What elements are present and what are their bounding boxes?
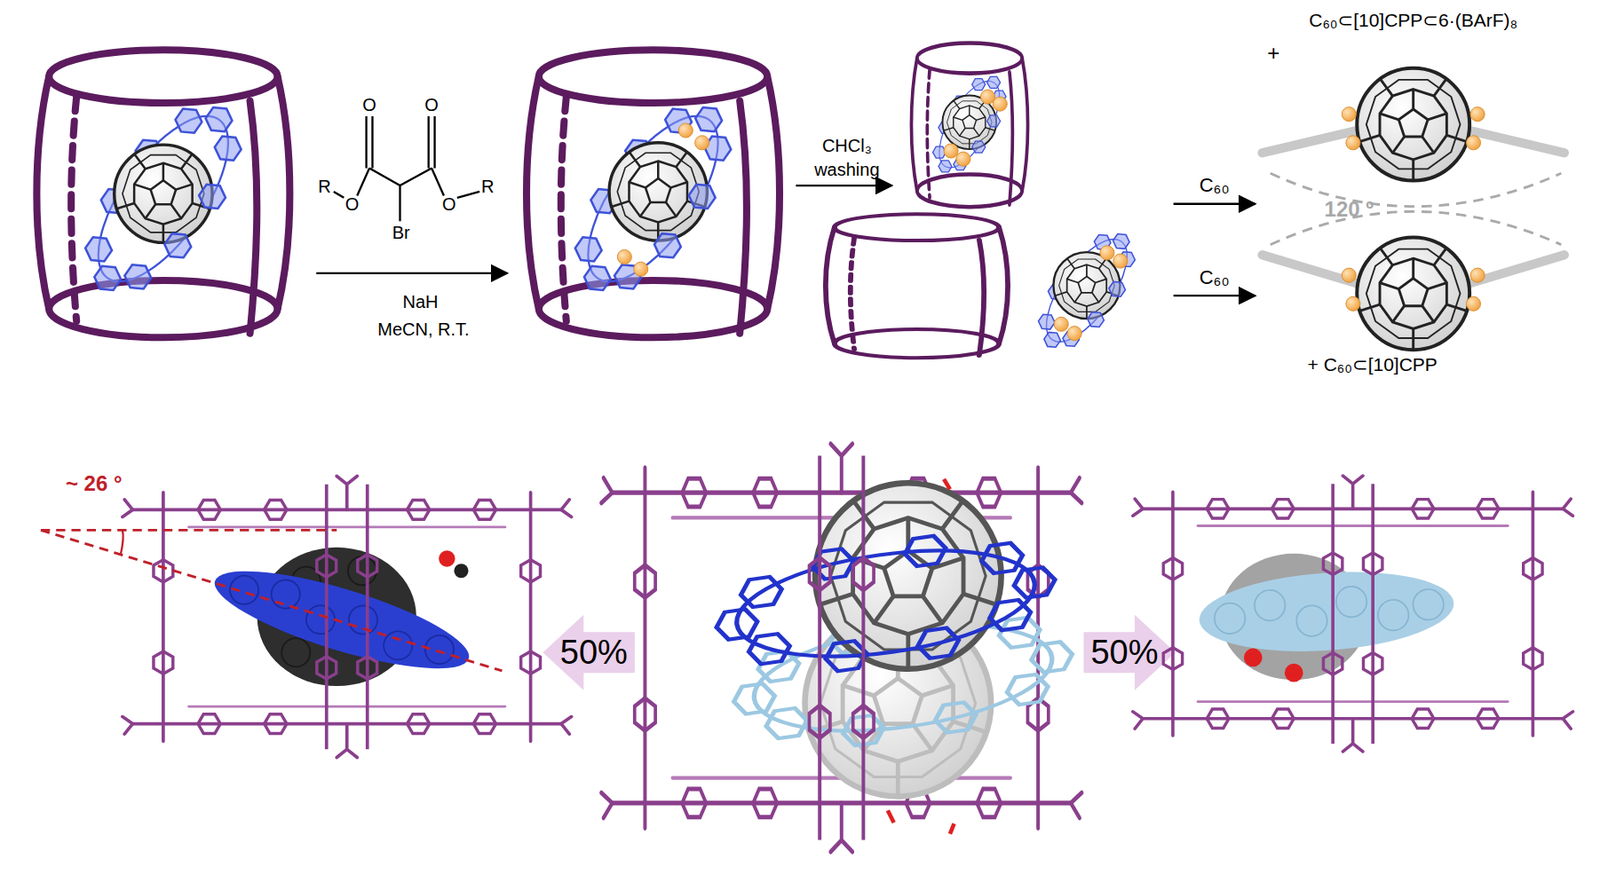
ratio-arrow xyxy=(1083,615,1175,691)
crystal-structure-left xyxy=(40,475,572,758)
atom-label: O xyxy=(345,194,360,214)
crystal-structure-right xyxy=(1132,475,1574,753)
washing-arrow xyxy=(795,184,892,187)
crystal-structure-center xyxy=(601,443,1082,853)
reaction-arrow xyxy=(1173,203,1256,206)
reagent-label: C₆₀ xyxy=(1199,266,1230,288)
ratio-label: 50% xyxy=(560,634,628,673)
condition-label: MeCN, R.T. xyxy=(377,319,469,340)
cpp-complex xyxy=(1021,216,1147,361)
ratio-arrow xyxy=(542,615,634,691)
empty-cage xyxy=(825,213,1008,358)
cage-complex-small xyxy=(910,43,1028,208)
reaction-arrow xyxy=(1173,294,1256,297)
malonate-structure xyxy=(333,116,480,222)
atom-label: O xyxy=(442,194,457,214)
reagent-label: C₆₀ xyxy=(1199,174,1230,197)
reaction-arrow xyxy=(316,272,507,275)
solvent-label: CHCl₃ xyxy=(822,135,872,156)
bisadduct-bottom xyxy=(1262,211,1565,350)
bisadduct-top xyxy=(1262,68,1565,207)
product-formula: + C₆₀⊂[10]CPP xyxy=(1307,355,1438,376)
ratio-label: 50% xyxy=(1090,634,1158,673)
angle-label: ~ 26 ° xyxy=(65,472,123,496)
process-label: washing xyxy=(814,159,880,180)
atom-label: R xyxy=(317,176,331,197)
reagent-label: NaH xyxy=(402,292,438,312)
angle-label: 120 º xyxy=(1324,197,1374,221)
product-formula: C₆₀⊂[10]CPP⊂6·(BArF)₈ xyxy=(1308,9,1518,31)
cage-complex xyxy=(526,49,780,338)
atom-label: O xyxy=(362,95,377,115)
cage-complex xyxy=(36,49,290,338)
atom-label: Br xyxy=(392,222,411,243)
plus-sign: + xyxy=(1267,41,1280,65)
atom-label: O xyxy=(424,95,439,115)
atom-label: R xyxy=(481,176,494,197)
